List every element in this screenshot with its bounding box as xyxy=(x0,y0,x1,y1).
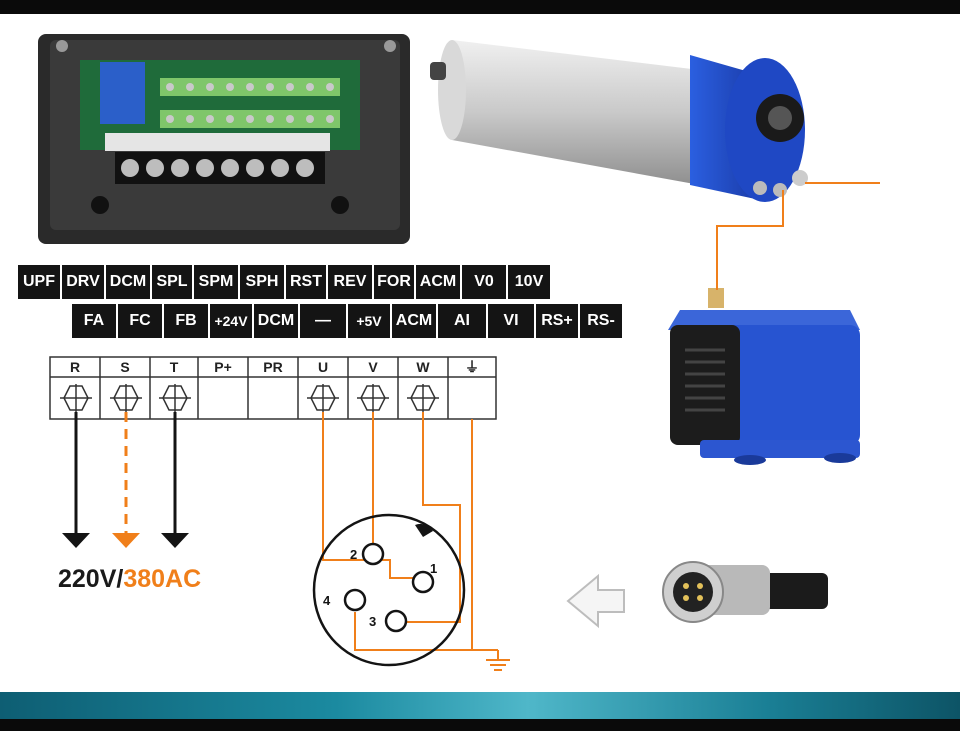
control-terminal-label: SPL xyxy=(152,265,192,299)
control-terminal-label: FB xyxy=(164,304,208,338)
water-pump-photo xyxy=(668,288,860,465)
power-terminal-label: U xyxy=(318,359,328,375)
control-terminal-label: — xyxy=(300,304,346,338)
ground-icon xyxy=(486,650,510,671)
control-terminal-label: +5V xyxy=(348,304,390,338)
control-terminal-label: FA xyxy=(72,304,116,338)
aviation-connector-pinout: 1 2 3 4 xyxy=(312,513,466,667)
ground-terminal-label: ⏚ xyxy=(465,359,479,375)
control-terminal-label: SPM xyxy=(194,265,238,299)
pin-label: 3 xyxy=(369,614,376,629)
pin-label: 2 xyxy=(350,547,357,562)
control-terminal-label: FOR xyxy=(374,265,414,299)
power-terminal-label: S xyxy=(120,359,129,375)
spindle-motor-photo xyxy=(430,40,808,202)
control-terminal-label: +24V xyxy=(210,304,252,338)
power-terminal-label: R xyxy=(70,359,80,375)
power-terminal-label: T xyxy=(170,359,179,375)
aviation-plug-photo xyxy=(662,561,828,623)
inverter-board-photo xyxy=(38,34,410,244)
power-terminal-label: PR xyxy=(263,359,282,375)
spindle-signal-lines xyxy=(716,182,880,290)
control-terminal-label: RS+ xyxy=(536,304,578,338)
control-terminal-row-1: UPF DRV DCM SPL SPM SPH RST REV FOR ACM … xyxy=(18,265,550,299)
voltage-380-label: 380AC xyxy=(123,565,202,593)
pin-label: 1 xyxy=(430,561,437,576)
control-terminal-label: REV xyxy=(328,265,372,299)
top-border xyxy=(0,0,960,14)
power-terminal-block: R S T P+ PR U V W ⏚ xyxy=(49,356,497,420)
control-terminal-label: ACM xyxy=(416,265,460,299)
control-terminal-label: RST xyxy=(286,265,326,299)
control-terminal-label: SPH xyxy=(240,265,284,299)
control-terminal-label: DCM xyxy=(106,265,150,299)
control-terminal-label: DRV xyxy=(62,265,104,299)
control-terminal-label: RS- xyxy=(580,304,622,338)
control-terminal-label: FC xyxy=(118,304,162,338)
control-terminal-label: VI xyxy=(488,304,534,338)
power-terminal-label: V xyxy=(368,359,378,375)
power-terminal-label: W xyxy=(416,359,430,375)
input-power-arrows xyxy=(62,412,189,548)
control-terminal-label: DCM xyxy=(254,304,298,338)
bottom-border xyxy=(0,692,960,731)
control-terminal-label: AI xyxy=(438,304,486,338)
power-terminal-label: P+ xyxy=(214,359,232,375)
control-terminal-row-2: FA FC FB +24V DCM — +5V ACM AI VI RS+ RS… xyxy=(72,304,622,338)
control-terminal-label: 10V xyxy=(508,265,550,299)
control-terminal-label: ACM xyxy=(392,304,436,338)
motor-output-wiring xyxy=(322,412,498,651)
pin-label: 4 xyxy=(323,593,331,608)
control-terminal-label: UPF xyxy=(18,265,60,299)
voltage-220-label: 220V/ xyxy=(58,565,124,593)
arrow-left-icon xyxy=(566,573,625,629)
screw-terminal-icon xyxy=(60,384,439,412)
control-terminal-label: V0 xyxy=(462,265,506,299)
supply-voltage-label: 220V/380AC xyxy=(58,565,201,594)
